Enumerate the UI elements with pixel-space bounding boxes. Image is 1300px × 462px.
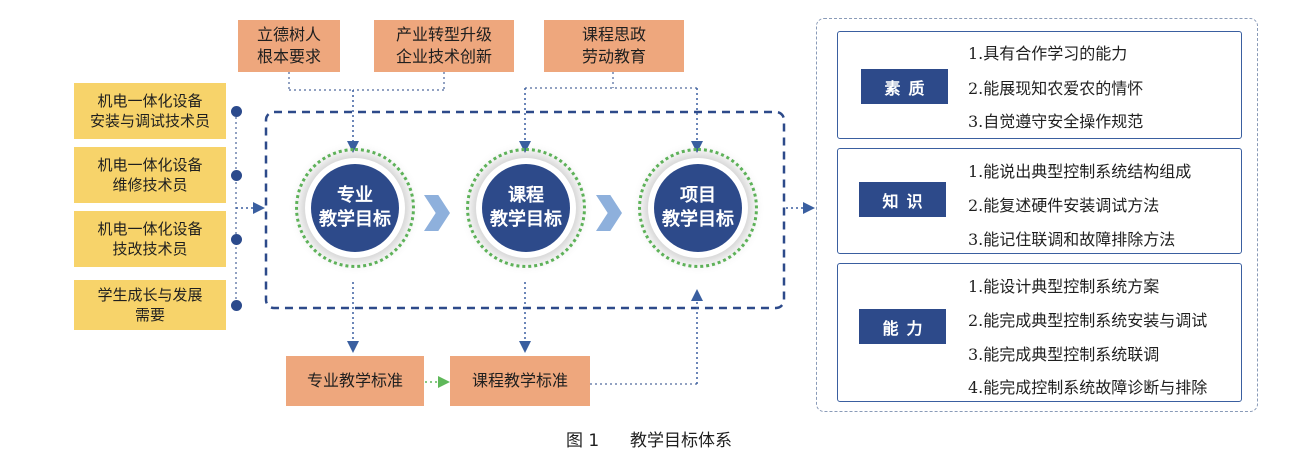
left-box-4: 学生成长与发展 需要 xyxy=(74,280,226,330)
left-box-1: 机电一体化设备 安装与调试技术员 xyxy=(74,83,226,139)
panel-item: 2.能展现知农爱农的情怀 xyxy=(968,79,1144,98)
panel-label-quality: 素质 xyxy=(861,69,948,104)
connector-dot xyxy=(231,300,242,311)
panel-item: 3.能记住联调和故障排除方法 xyxy=(968,230,1176,249)
panel-item: 1.具有合作学习的能力 xyxy=(968,44,1128,63)
circle-ring-2 xyxy=(466,148,586,268)
top-box-1: 立德树人 根本要求 xyxy=(238,20,340,72)
panel-item: 1.能说出典型控制系统结构组成 xyxy=(968,162,1192,181)
goals-panel xyxy=(816,18,1258,412)
bottom-box-course-standard: 课程教学标准 xyxy=(450,356,590,406)
left-box-3: 机电一体化设备 技改技术员 xyxy=(74,211,226,267)
panel-item: 2.能完成典型控制系统安装与调试 xyxy=(968,311,1208,330)
circle-ring-3 xyxy=(638,148,758,268)
top-box-3: 课程思政 劳动教育 xyxy=(544,20,684,72)
bottom-box-major-standard: 专业教学标准 xyxy=(286,356,424,406)
panel-label-ability: 能力 xyxy=(859,309,946,344)
panel-label-knowledge: 知识 xyxy=(859,182,946,217)
panel-item: 1.能设计典型控制系统方案 xyxy=(968,277,1160,296)
panel-item: 2.能复述硬件安装调试方法 xyxy=(968,196,1160,215)
figure-number: 图 1 xyxy=(566,431,600,451)
circle-course-goal: 课程 教学目标 xyxy=(482,164,570,252)
panel-item: 3.自觉遵守安全操作规范 xyxy=(968,112,1144,131)
circle-ring-1 xyxy=(295,148,415,268)
connector-dot xyxy=(231,170,242,181)
left-box-2: 机电一体化设备 维修技术员 xyxy=(74,147,226,203)
circle-major-goal: 专业 教学目标 xyxy=(311,164,399,252)
top-box-2: 产业转型升级 企业技术创新 xyxy=(374,20,514,72)
panel-item: 4.能完成控制系统故障诊断与排除 xyxy=(968,378,1208,397)
connector-dot xyxy=(231,234,242,245)
connector-dot xyxy=(231,106,242,117)
circle-project-goal: 项目 教学目标 xyxy=(654,164,742,252)
panel-item: 3.能完成典型控制系统联调 xyxy=(968,345,1160,364)
figure-title: 教学目标体系 xyxy=(630,431,732,451)
